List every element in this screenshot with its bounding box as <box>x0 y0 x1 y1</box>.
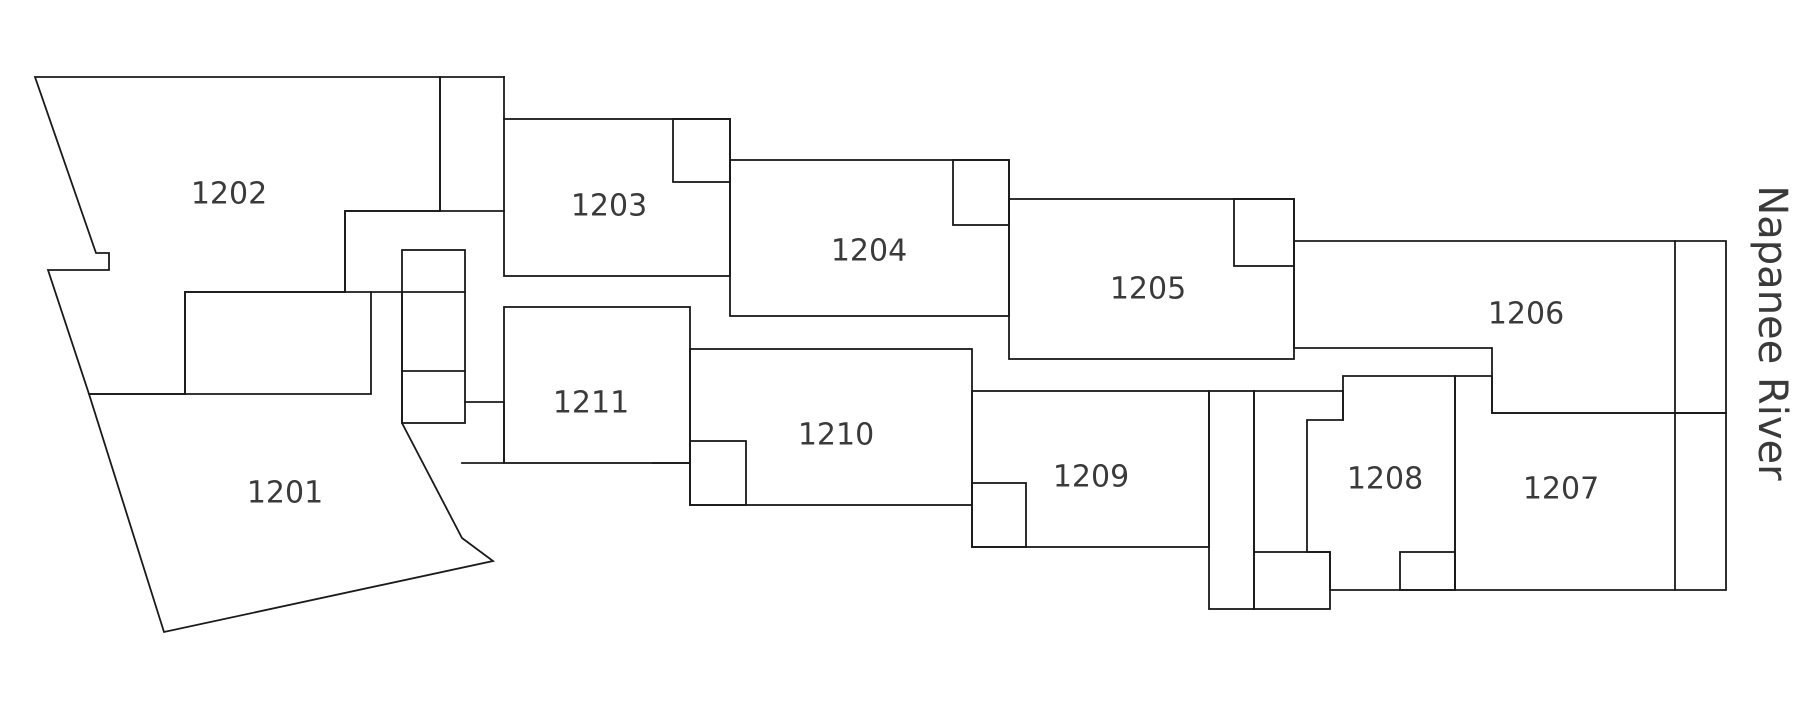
room-1203-closet <box>672 118 731 183</box>
room-1211-outline[interactable] <box>503 306 691 464</box>
room-1205-closet <box>1233 198 1295 267</box>
room-label-1209: 1209 <box>1053 460 1129 495</box>
stair-landing-east <box>1253 551 1331 610</box>
room-1201-outline[interactable] <box>87 291 496 634</box>
corridor-wall-north <box>344 210 505 293</box>
room-1202-outline[interactable] <box>33 76 441 395</box>
room-label-1206: 1206 <box>1488 297 1564 332</box>
room-label-1208: 1208 <box>1347 462 1423 497</box>
room-label-1205: 1205 <box>1110 272 1186 307</box>
room-1204-closet <box>952 159 1010 226</box>
room-label-1211: 1211 <box>553 386 629 421</box>
room-label-1204: 1204 <box>831 234 907 269</box>
wall-1201-annex <box>184 291 372 395</box>
room-label-1201: 1201 <box>247 476 323 511</box>
room-label-1203: 1203 <box>571 189 647 224</box>
room-1208-closet <box>1399 551 1456 591</box>
wall-stair-link <box>461 401 505 464</box>
stair-block-east <box>1208 390 1255 610</box>
stair-block <box>401 249 466 424</box>
room-label-1207: 1207 <box>1523 472 1599 507</box>
room-1209-closet <box>971 482 1027 548</box>
room-1210-closet <box>689 440 747 506</box>
room-label-1202: 1202 <box>191 177 267 212</box>
wall-corridor-1208 <box>1253 390 1344 421</box>
room-label-1210: 1210 <box>798 418 874 453</box>
river-label: Napanee River <box>1749 185 1795 481</box>
